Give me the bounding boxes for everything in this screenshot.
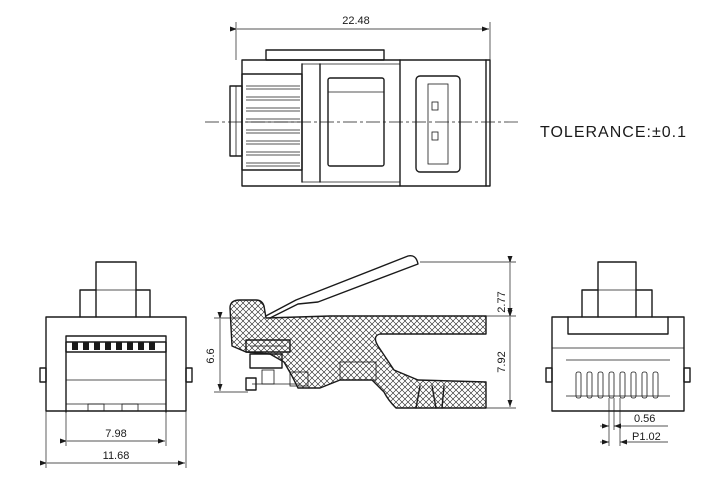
side-section-view: 6.6 2.77 7.92 (205, 254, 516, 409)
dim-contact-width-text: 0.56 (634, 413, 655, 425)
dim-latch-height-text: 2.77 (496, 291, 508, 312)
top-view-body-outline (241, 59, 491, 187)
top-view-contacts (246, 85, 300, 167)
rear-view: 0.56 P1.02 (545, 261, 691, 446)
dim-outer-width-text: 11.68 (103, 450, 130, 462)
section-latch-arm (261, 254, 419, 323)
dim-contact-pitch-text: P1.02 (632, 431, 661, 443)
top-view-slot-lower (431, 131, 439, 141)
top-view: 22.48 (205, 15, 520, 187)
top-view-cable-opening (415, 75, 461, 173)
front-view-latch (95, 261, 137, 318)
section-contact (249, 353, 283, 369)
front-view-body (45, 316, 187, 412)
dim-overall-length-text: 22.48 (342, 15, 370, 27)
top-view-slot-upper (431, 101, 439, 111)
front-view: 7.98 11.68 (39, 261, 193, 468)
dim-inner-width-text: 7.98 (105, 428, 126, 440)
top-view-rear-tab (265, 49, 385, 61)
rear-view-body (551, 316, 685, 412)
rear-view-latch (597, 261, 637, 318)
dim-body-height-text: 7.92 (496, 351, 508, 372)
dim-height-total-text: 6.6 (205, 348, 217, 363)
rear-view-contacts (575, 371, 659, 399)
front-view-contacts (72, 342, 155, 350)
tolerance-note: TOLERANCE:±0.1 (540, 124, 687, 141)
section-housing (229, 299, 487, 409)
